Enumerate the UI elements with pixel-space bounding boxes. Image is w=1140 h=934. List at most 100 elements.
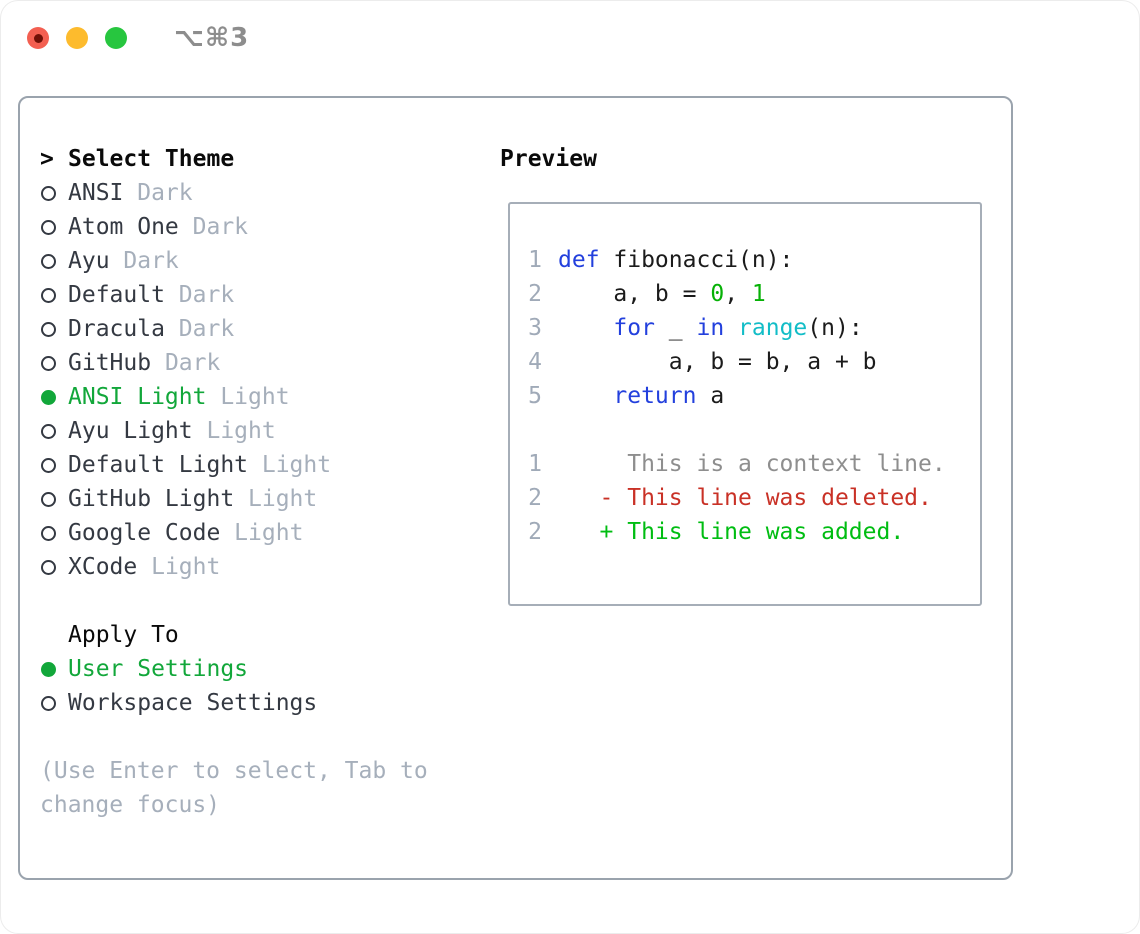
code-segment: + This line was added. xyxy=(558,519,905,545)
theme-variant-tag: Light xyxy=(220,520,304,546)
apply-to-title: Apply To xyxy=(68,622,179,648)
theme-option[interactable]: XCode Light xyxy=(40,550,490,584)
apply-option-label: User Settings xyxy=(68,656,249,682)
theme-variant-tag: Dark xyxy=(164,316,235,342)
code-segment xyxy=(724,311,738,345)
theme-variant-tag: Light xyxy=(137,554,221,580)
code-segment: def xyxy=(558,247,600,273)
radio-icon xyxy=(41,491,56,507)
radio-icon xyxy=(41,457,56,473)
code-segment: return xyxy=(613,383,697,409)
theme-variant-tag: Dark xyxy=(164,282,235,308)
radio-icon xyxy=(41,355,56,371)
theme-option[interactable]: GitHub Light Light xyxy=(40,482,490,516)
theme-variant-tag: Dark xyxy=(123,180,193,206)
theme-variant-tag: Light xyxy=(206,384,290,410)
theme-option[interactable]: ANSI Light Light xyxy=(40,380,490,414)
line-number xyxy=(528,413,542,447)
line-number: 2 xyxy=(528,519,542,545)
theme-label: GitHub xyxy=(68,350,152,376)
theme-label: GitHub Light xyxy=(68,486,235,512)
theme-option[interactable]: Ayu Light Light xyxy=(40,414,490,448)
theme-label: Ayu xyxy=(68,248,110,274)
line-number: 2 xyxy=(528,281,542,307)
code-segment: (n): xyxy=(807,315,863,341)
line-number: 2 xyxy=(528,485,542,511)
window-title: ⌥⌘3 xyxy=(174,23,250,53)
select-theme-header: > Select Theme xyxy=(40,142,490,176)
radio-selected-icon xyxy=(41,389,56,405)
radio-icon xyxy=(41,695,56,711)
theme-label: Atom One xyxy=(68,214,179,240)
line-number: 3 xyxy=(528,315,542,341)
line-number: 1 xyxy=(528,451,542,477)
line-number: 5 xyxy=(528,383,542,409)
select-theme-title: Select Theme xyxy=(68,146,235,172)
theme-label: ANSI Light xyxy=(68,384,207,410)
preview-title: Preview xyxy=(500,146,597,172)
apply-to-header: Apply To xyxy=(40,618,490,652)
radio-icon xyxy=(41,185,56,201)
code-segment: , xyxy=(724,281,752,307)
theme-option[interactable]: ANSI Dark xyxy=(40,176,490,210)
theme-label: Dracula xyxy=(68,316,165,342)
zoom-button[interactable] xyxy=(105,27,127,49)
theme-option[interactable]: Google Code Light xyxy=(40,516,490,550)
theme-label: Google Code xyxy=(68,520,221,546)
theme-variant-tag: Light xyxy=(248,452,332,478)
code-segment xyxy=(558,311,613,345)
prompt-chevron-icon: > xyxy=(40,146,54,172)
radio-icon xyxy=(41,525,56,541)
line-number: 4 xyxy=(528,349,542,375)
code-line: 3 for _ in range(n): xyxy=(528,311,962,345)
code-segment: in xyxy=(696,315,725,341)
close-button[interactable] xyxy=(27,27,49,49)
theme-option[interactable]: Default Dark xyxy=(40,278,490,312)
titlebar: ⌥⌘3 xyxy=(27,23,250,53)
code-segment: a xyxy=(696,383,725,409)
code-line: 2 a, b = 0, 1 xyxy=(528,277,962,311)
spacer xyxy=(40,720,490,754)
hint-line: (Use Enter to select, Tab to xyxy=(40,758,428,784)
theme-variant-tag: Light xyxy=(192,418,276,444)
code-line xyxy=(528,413,962,447)
code-line: 5 return a xyxy=(528,379,962,413)
radio-icon xyxy=(41,321,56,337)
line-number: 1 xyxy=(528,247,542,273)
theme-option[interactable]: Dracula Dark xyxy=(40,312,490,346)
code-segment xyxy=(558,379,613,413)
code-line: 1 This is a context line. xyxy=(528,447,962,481)
theme-variant-tag: Light xyxy=(234,486,318,512)
theme-variant-tag: Dark xyxy=(109,248,179,274)
code-line: 2 - This line was deleted. xyxy=(528,481,962,515)
theme-option[interactable]: Default Light Light xyxy=(40,448,490,482)
apply-option[interactable]: User Settings xyxy=(40,652,490,686)
theme-option[interactable]: GitHub Dark xyxy=(40,346,490,380)
minimize-button[interactable] xyxy=(66,27,88,49)
theme-option[interactable]: Ayu Dark xyxy=(40,244,490,278)
apply-option[interactable]: Workspace Settings xyxy=(40,686,490,720)
theme-variant-tag: Dark xyxy=(178,214,249,240)
hint-text: (Use Enter to select, Tab to change focus… xyxy=(40,754,490,822)
radio-icon xyxy=(41,559,56,575)
radio-selected-icon xyxy=(41,661,56,677)
preview-header: Preview xyxy=(500,142,1000,176)
theme-label: Ayu Light xyxy=(68,418,193,444)
apply-option-label: Workspace Settings xyxy=(68,690,318,716)
code-segment: This is a context line. xyxy=(558,451,946,477)
hint-line: change focus) xyxy=(40,792,221,818)
code-segment: 0 xyxy=(710,281,725,307)
radio-icon xyxy=(41,423,56,439)
theme-option[interactable]: Atom One Dark xyxy=(40,210,490,244)
code-segment: _ xyxy=(654,315,697,341)
code-segment: - This line was deleted. xyxy=(558,485,932,511)
unsaved-dot-icon xyxy=(33,33,43,43)
code-line: 2 + This line was added. xyxy=(528,515,962,549)
code-segment: a, b = b, a + b xyxy=(558,349,877,375)
